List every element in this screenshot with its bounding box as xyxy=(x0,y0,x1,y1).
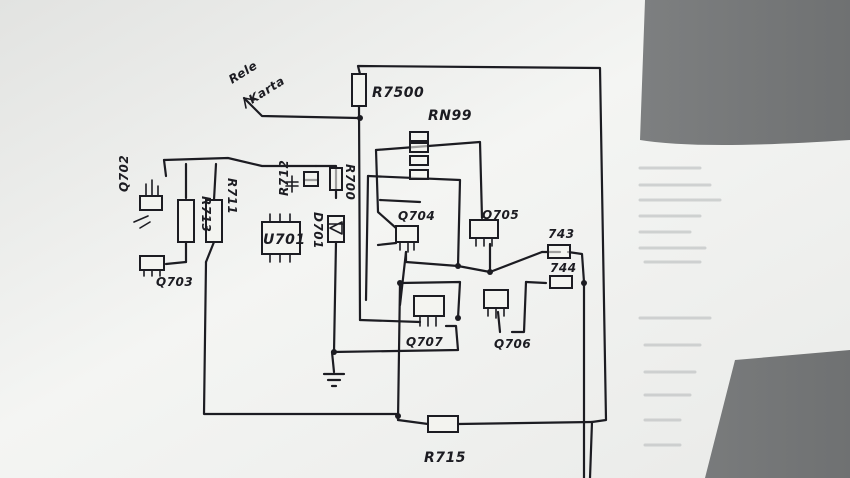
r712-resistor xyxy=(303,171,319,187)
rn99-network xyxy=(409,131,429,180)
show-through-lines xyxy=(638,166,722,447)
ground-symbol xyxy=(322,372,346,388)
r743-resistor xyxy=(547,244,571,259)
r744-label: 744 xyxy=(550,261,577,275)
q706-label: Q706 xyxy=(494,337,531,351)
d701-label: D701 xyxy=(311,212,325,249)
r715-label: R715 xyxy=(424,450,466,466)
u701-label: U701 xyxy=(263,232,306,248)
r700-resistor xyxy=(329,167,343,191)
r711-resistor xyxy=(205,199,223,243)
r715-resistor xyxy=(427,415,459,433)
r713-resistor xyxy=(177,199,195,243)
q705-transistor xyxy=(469,219,499,247)
q704-label: Q704 xyxy=(398,209,435,223)
capacitor-symbol xyxy=(285,175,299,193)
q702-transistor xyxy=(133,179,163,229)
r7500-resistor xyxy=(351,73,367,107)
r700-label: R700 xyxy=(343,164,357,200)
r743-label: 743 xyxy=(548,227,575,241)
q707-transistor xyxy=(413,295,445,327)
r711-label: R711 xyxy=(225,178,239,214)
q702-label: Q702 xyxy=(117,155,131,192)
junctions xyxy=(331,115,587,419)
d701-diode xyxy=(327,215,345,243)
q706-transistor xyxy=(483,289,509,319)
r713-label: R713 xyxy=(199,196,213,232)
q705-label: Q705 xyxy=(482,208,519,222)
r7500-label: R7500 xyxy=(372,85,424,101)
r744-resistor xyxy=(549,275,573,289)
q707-label: Q707 xyxy=(406,335,443,349)
q703-transistor xyxy=(139,255,165,277)
u701-ic xyxy=(261,213,301,263)
r712-label: R712 xyxy=(277,160,291,196)
rn99-label: RN99 xyxy=(428,108,472,124)
q703-label: Q703 xyxy=(156,275,193,289)
q704-transistor xyxy=(395,225,419,253)
